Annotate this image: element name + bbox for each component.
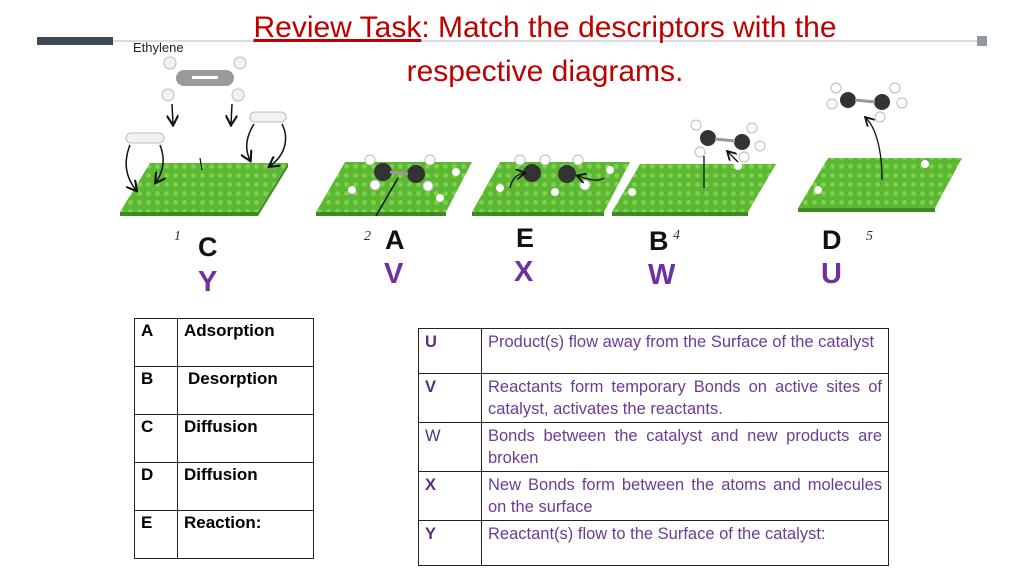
process-label: Reaction: — [177, 510, 314, 559]
panel-4-number: 4 — [673, 228, 680, 243]
panel-5-diffusion-out — [798, 82, 962, 212]
process-label: Desorption — [177, 366, 314, 415]
process-key: E — [134, 510, 178, 559]
slide-title: Review Task: Match the descriptors with … — [230, 6, 860, 94]
header-rule — [113, 40, 987, 42]
descriptor-key: Y — [418, 520, 482, 566]
descriptor-text: Product(s) flow away from the Surface of… — [481, 328, 889, 374]
descriptor-key: X — [418, 471, 482, 521]
accent-bar — [37, 37, 113, 45]
process-key: C — [134, 414, 178, 463]
title-rest: : Match the descriptors with the respect… — [406, 11, 837, 88]
process-label: Adsorption — [177, 318, 314, 367]
descriptor-text: Reactant(s) flow to the Surface of the c… — [481, 520, 889, 566]
panel-3-letter: E — [516, 223, 535, 253]
panel-2-letter: A — [385, 225, 405, 255]
panel-5-answer: U — [821, 258, 842, 290]
panel-2-adsorption — [316, 154, 472, 217]
descriptor-text: Reactants form temporary Bonds on active… — [481, 373, 889, 423]
descriptor-text: New Bonds form between the atoms and mol… — [481, 471, 889, 521]
panel-2-number: 2 — [364, 229, 371, 244]
process-label: Diffusion — [177, 462, 314, 511]
descriptor-key: V — [418, 373, 482, 423]
process-key: D — [134, 462, 178, 511]
process-key: A — [134, 318, 178, 367]
process-key: B — [134, 366, 178, 415]
descriptor-key: U — [418, 328, 482, 374]
ethylene-label: Ethylene — [133, 40, 184, 55]
panel-3-answer: X — [514, 256, 534, 288]
panel-1-letter: C — [198, 232, 218, 262]
panel-5-letter: D — [822, 225, 842, 255]
panel-5-number: 5 — [866, 229, 873, 244]
panel-3-reaction — [472, 154, 630, 216]
process-label: Diffusion — [177, 414, 314, 463]
panel-1-answer: Y — [198, 266, 218, 298]
panel-4-desorption — [612, 119, 776, 216]
panel-1-number: 1 — [174, 229, 181, 244]
descriptor-key: W — [418, 422, 482, 472]
panel-1-diffusion-in — [120, 56, 288, 216]
title-prefix: Review Task — [253, 11, 422, 44]
panel-2-answer: V — [384, 258, 404, 290]
descriptor-text: Bonds between the catalyst and new produ… — [481, 422, 889, 472]
panel-4-letter: B — [649, 226, 669, 256]
panel-4-answer: W — [648, 259, 676, 291]
slide-marker — [977, 36, 987, 46]
